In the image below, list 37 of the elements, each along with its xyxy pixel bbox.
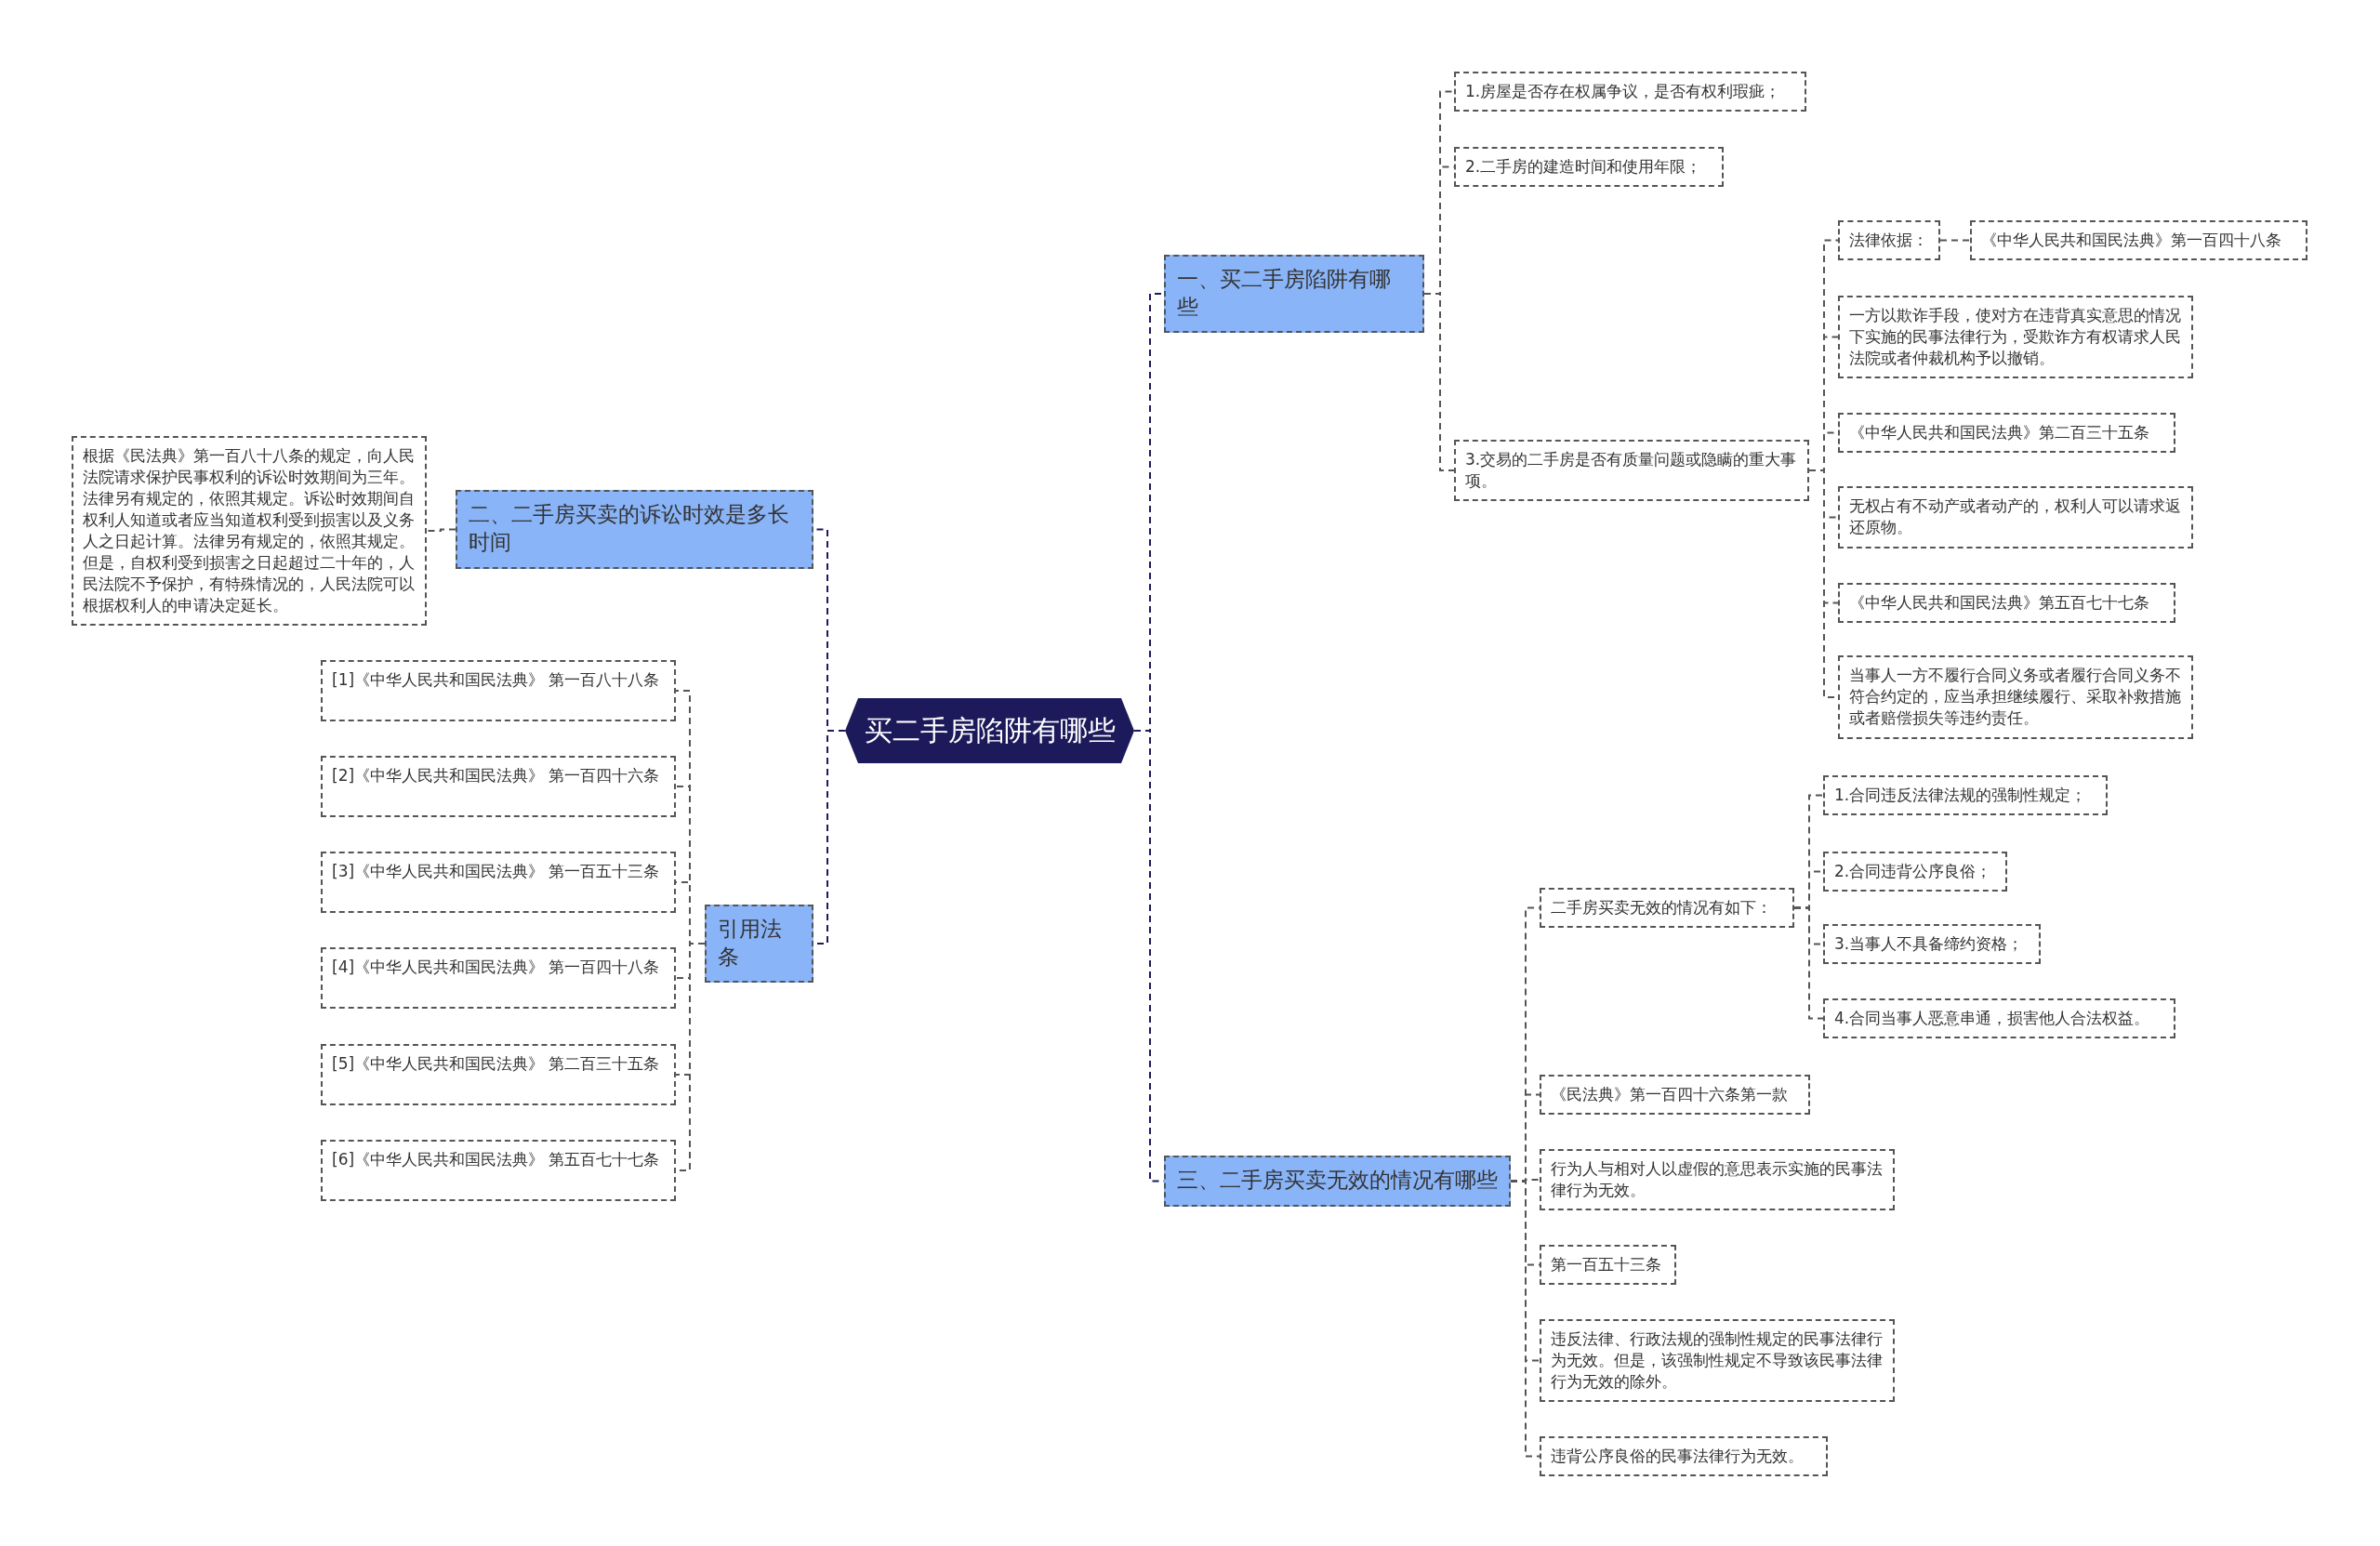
note-box: 无权占有不动产或者动产的，权利人可以请求返还原物。 bbox=[1838, 486, 2193, 548]
connector-line bbox=[1423, 293, 1455, 471]
note-box: 根据《民法典》第一百八十八条的规定，向人民法院请求保护民事权利的诉讼时效期间为三年。法律另有规定的，依照其规定。诉讼时效期间自权利人知道或者应当知道权利受到损害以及义务人之日起计算。法律另有规定的，依照其规定。但是，自权利受到损害之日起超过二十年的，人民法院不予保护，有特殊情况的，人民法院可以根据权利人的申请决定延长。 bbox=[72, 436, 427, 626]
note-box: [3]《中华人民共和国民法典》 第一百五十三条 bbox=[321, 852, 676, 913]
topic-box: 引用法条 bbox=[705, 905, 813, 983]
note-box: [5]《中华人民共和国民法典》 第二百三十五条 bbox=[321, 1044, 676, 1105]
note-box: 3.当事人不具备缔约资格； bbox=[1823, 924, 2041, 964]
note-box: 2.二手房的建造时间和使用年限； bbox=[1454, 147, 1724, 187]
connector-line bbox=[1510, 1180, 1540, 1458]
note-box: [4]《中华人民共和国民法典》 第一百四十八条 bbox=[321, 947, 676, 1009]
note-box: 《中华人民共和国民法典》第一百四十八条 bbox=[1970, 220, 2307, 260]
note-box: [2]《中华人民共和国民法典》 第一百四十六条 bbox=[321, 756, 676, 817]
note-box: 法律依据： bbox=[1838, 220, 1940, 260]
connector-line bbox=[426, 528, 456, 532]
note-box: 4.合同当事人恶意串通，损害他人合法权益。 bbox=[1823, 998, 2175, 1038]
note-box: 《中华人民共和国民法典》第五百七十七条 bbox=[1838, 583, 2175, 623]
note-box: 2.合同违背公序良俗； bbox=[1823, 852, 2007, 892]
note-box: 《中华人民共和国民法典》第二百三十五条 bbox=[1838, 413, 2175, 453]
topic-box: 三、二手房买卖无效的情况有哪些 bbox=[1164, 1156, 1511, 1207]
note-box: 1.合同违反法律法规的强制性规定； bbox=[1823, 775, 2108, 815]
note-box: [6]《中华人民共和国民法典》 第五百七十七条 bbox=[321, 1140, 676, 1201]
note-box: 一方以欺诈手段，使对方在违背真实意思的情况下实施的民事法律行为，受欺诈方有权请求人民法院或者仲裁机构予以撤销。 bbox=[1838, 296, 2193, 378]
topic-box: 一、买二手房陷阱有哪些 bbox=[1164, 255, 1424, 333]
central-topic: 买二手房陷阱有哪些 bbox=[845, 698, 1134, 763]
note-box: 行为人与相对人以虚假的意思表示实施的民事法律行为无效。 bbox=[1540, 1149, 1895, 1210]
note-box: 3.交易的二手房是否有质量问题或隐瞒的重大事项。 bbox=[1454, 440, 1809, 501]
topic-box: 二、二手房买卖的诉讼时效是多长时间 bbox=[456, 490, 813, 569]
note-box: 二手房买卖无效的情况有如下： bbox=[1540, 888, 1794, 928]
note-box: 《民法典》第一百四十六条第一款 bbox=[1540, 1075, 1810, 1115]
note-box: [1]《中华人民共和国民法典》 第一百八十八条 bbox=[321, 660, 676, 721]
connector-line bbox=[1793, 906, 1824, 1020]
note-box: 1.房屋是否存在权属争议，是否有权利瑕疵； bbox=[1454, 72, 1806, 112]
note-box: 违背公序良俗的民事法律行为无效。 bbox=[1540, 1436, 1828, 1476]
note-box: 当事人一方不履行合同义务或者履行合同义务不符合约定的，应当承担继续履行、采取补救措施或者赔偿损失等违约责任。 bbox=[1838, 655, 2193, 739]
connector-line bbox=[1939, 239, 1971, 242]
note-box: 违反法律、行政法规的强制性规定的民事法律行为无效。但是，该强制性规定不导致该民事法律行为无效的除外。 bbox=[1540, 1319, 1895, 1402]
note-box: 第一百五十三条 bbox=[1540, 1245, 1676, 1285]
